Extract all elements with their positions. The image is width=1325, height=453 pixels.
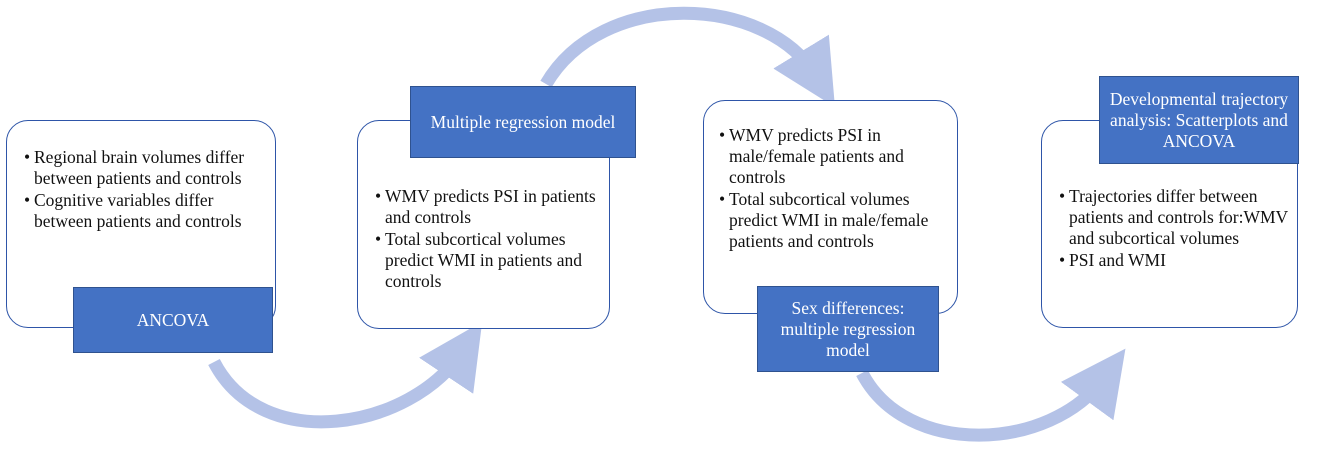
stage-1-bullet-2: Cognitive variables differ between patie… [24,190,262,232]
stage-3-bullet-1: WMV predicts PSI in male/female patients… [719,125,951,188]
arrow-stage3-to-stage4 [856,348,1126,442]
stage-4-bullets: Trajectories differ between patients and… [1059,186,1291,272]
stage-4-bullet-2: PSI and WMI [1059,250,1291,271]
arrow-stage2-to-stage3 [540,6,835,108]
stage-2-bullet-2: Total subcortical volumes predict WMI in… [375,229,603,292]
stage-4-label: Developmental trajectory analysis: Scatt… [1099,76,1299,164]
arrow-stage1-to-stage2 [208,321,483,429]
stage-1-label: ANCOVA [73,287,273,353]
stage-3-bullet-2: Total subcortical volumes predict WMI in… [719,189,951,252]
stage-1-bullet-1: Regional brain volumes differ between pa… [24,147,262,189]
stage-1-bullets: Regional brain volumes differ between pa… [24,147,262,233]
stage-4-bullet-1: Trajectories differ between patients and… [1059,186,1291,249]
stage-3-label: Sex differences: multiple regression mod… [757,286,939,372]
stage-2-bullets: WMV predicts PSI in patients and control… [375,186,603,293]
stage-2-bullet-1: WMV predicts PSI in patients and control… [375,186,603,228]
stage-3-bullets: WMV predicts PSI in male/female patients… [719,125,951,253]
stage-2-label: Multiple regression model [410,86,636,158]
